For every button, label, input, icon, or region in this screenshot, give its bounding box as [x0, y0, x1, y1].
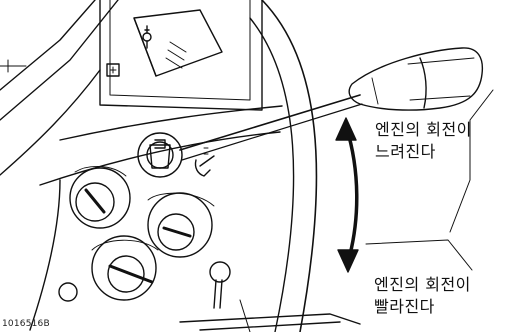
fuel-gauge-window	[133, 9, 223, 77]
figure-id-label: 1016516B	[2, 319, 50, 329]
steering-column-arc-inner	[249, 17, 295, 332]
throttle-lever-rod	[179, 94, 361, 151]
ignition-switch	[137, 132, 183, 178]
rotary-knob-right	[147, 192, 215, 258]
throttle-lever-grip	[348, 47, 484, 111]
callout-engine-slower: 엔진의 회전이 느려진다	[375, 119, 472, 163]
callout-slow-line2: 느려진다	[375, 142, 436, 161]
leader-line-fast	[365, 239, 473, 271]
hand-lever-icon	[194, 155, 215, 177]
instrument-panel	[99, 0, 263, 111]
warning-light-icon	[106, 63, 120, 77]
rotary-knob-bottom	[91, 235, 159, 301]
callout-engine-faster: 엔진의 회전이 빨라진다	[374, 274, 471, 318]
leader-line-slow	[449, 89, 494, 233]
fuel-pump-icon	[142, 25, 152, 49]
up-down-arrow-icon	[335, 117, 359, 273]
rotary-knob-left	[69, 166, 131, 229]
dashboard-face	[59, 105, 283, 141]
callout-slow-line1: 엔진의 회전이	[375, 120, 472, 139]
callout-fast-line1: 엔진의 회전이	[374, 275, 471, 294]
indicator-button	[58, 282, 78, 302]
left-frame-beam	[0, 0, 96, 91]
steering-column-arc-outer	[261, 0, 318, 332]
key-slot	[209, 261, 231, 309]
callout-fast-line2: 빨라진다	[374, 297, 435, 316]
